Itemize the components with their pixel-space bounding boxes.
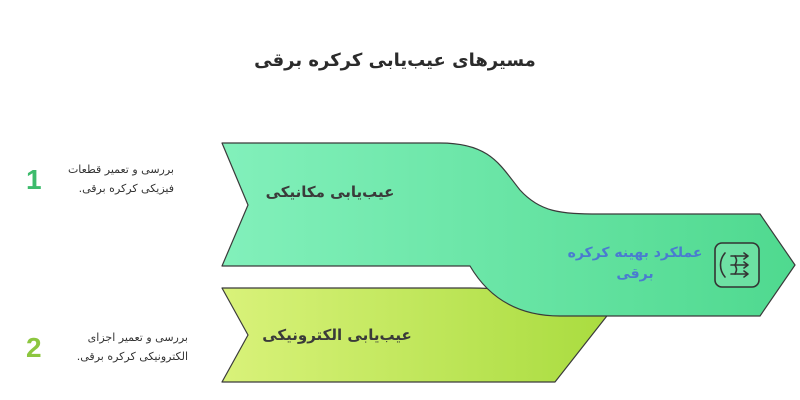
step-description-2: بررسی و تعمیر اجزای الکترونیکی کرکره برق…: [76, 331, 188, 363]
branch-label-electronic: عیب‌یابی الکترونیکی: [262, 326, 412, 344]
branch-label-mechanical: عیب‌یابی مکانیکی: [265, 183, 395, 201]
step-number-1: 1: [26, 164, 42, 195]
outcome-label: عملکرد بهینه کرکره برقی: [567, 245, 703, 282]
step-description-1: بررسی و تعمیر قطعات فیزیکی کرکره برقی.: [67, 163, 174, 195]
diagram-title: مسیرهای عیب‌یابی کرکره برقی: [254, 50, 536, 71]
integration-arrows-icon: [714, 242, 760, 288]
branch-mechanical-shape: [221, 142, 796, 317]
step-number-2: 2: [26, 332, 42, 363]
